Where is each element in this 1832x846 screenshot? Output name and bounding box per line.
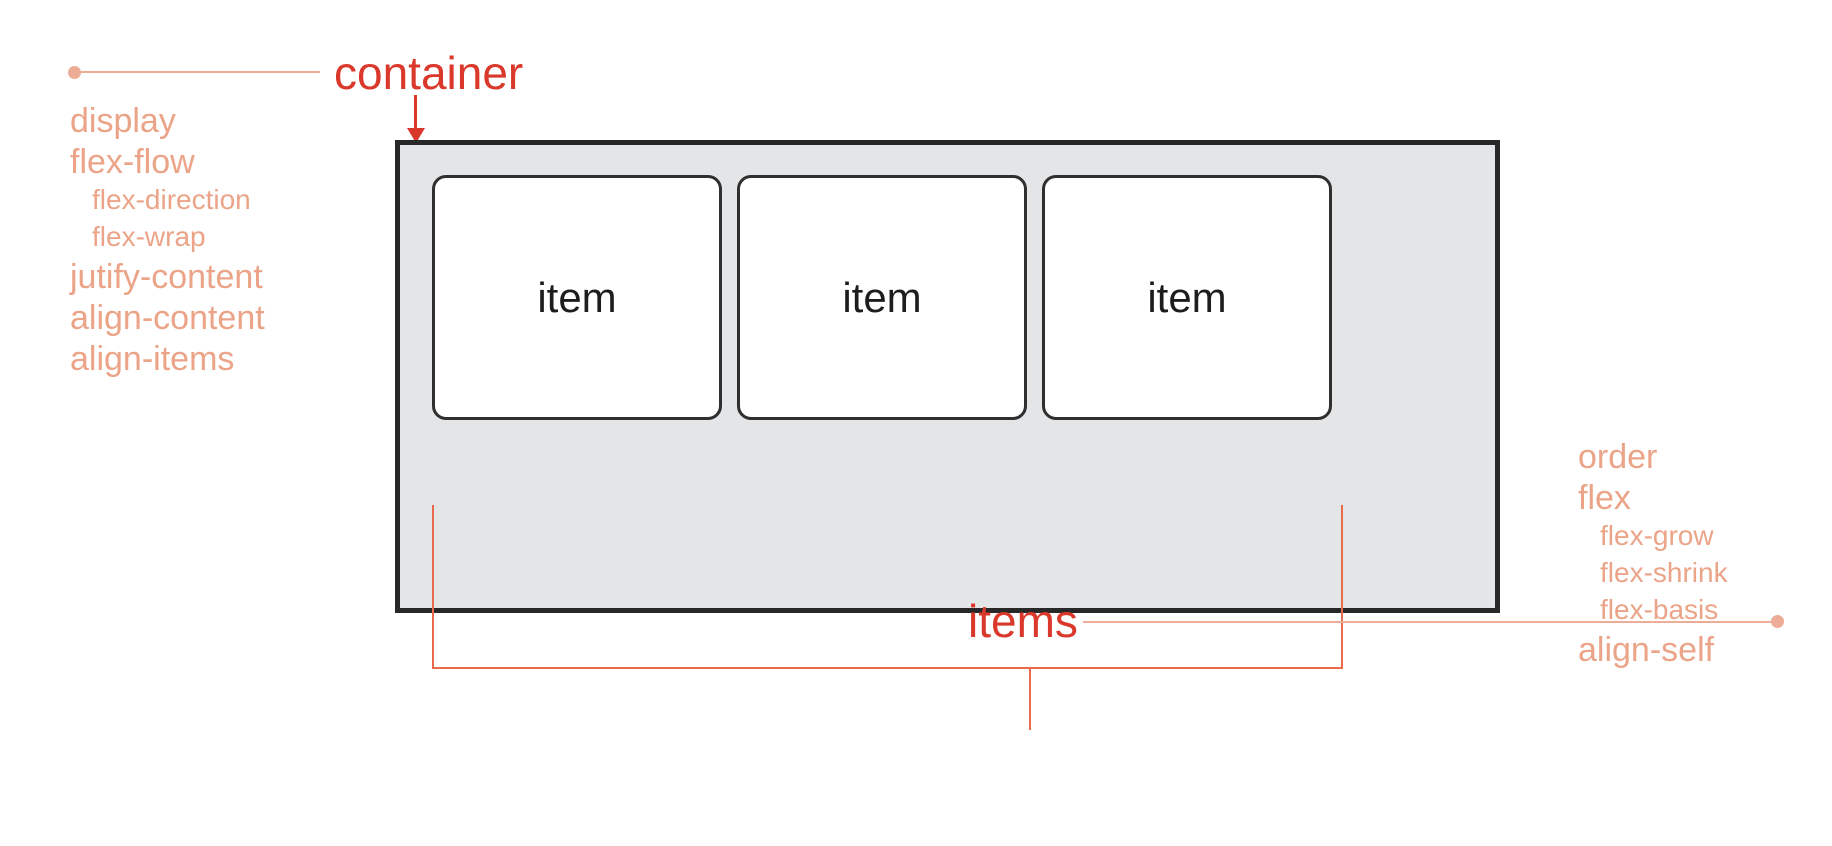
flex-container-box: item item item [395, 140, 1500, 613]
container-label: container [334, 47, 524, 99]
flex-item-1: item [432, 175, 722, 420]
flex-item-2-label: item [842, 273, 922, 321]
items-bracket-span [432, 667, 1343, 669]
property-flex-grow: flex-grow [1600, 520, 1714, 551]
flex-items-row: item item item [432, 175, 1332, 420]
container-arrow-head-icon [407, 128, 425, 143]
container-arrow-shaft [414, 95, 417, 131]
property-flex-shrink: flex-shrink [1600, 557, 1728, 588]
property-flex-basis: flex-basis [1600, 594, 1719, 625]
container-properties-list: display flex-flow flex-direction flex-wr… [70, 104, 265, 383]
flex-item-3-label: item [1147, 273, 1227, 321]
property-align-items: align-items [70, 340, 235, 378]
property-flex-direction: flex-direction [92, 184, 251, 215]
items-bracket-right-tick [1341, 505, 1343, 668]
property-justify-content: jutify-content [70, 258, 263, 296]
property-align-self: align-self [1578, 631, 1715, 669]
flex-item-3: item [1042, 175, 1332, 420]
items-bracket-drop [1029, 667, 1031, 730]
property-display: display [70, 102, 176, 140]
property-flex-wrap: flex-wrap [92, 221, 206, 252]
property-flex: flex [1578, 479, 1631, 517]
property-align-content: align-content [70, 299, 265, 337]
items-leader-dot [1771, 615, 1784, 628]
items-label: items [968, 595, 1078, 647]
item-properties-list: order flex flex-grow flex-shrink flex-ba… [1578, 440, 1728, 674]
items-leader-line [1083, 621, 1777, 623]
flex-item-1-label: item [537, 273, 617, 321]
property-order: order [1578, 438, 1658, 476]
flex-item-2: item [737, 175, 1027, 420]
container-leader-line [80, 71, 320, 73]
property-flex-flow: flex-flow [70, 143, 195, 181]
container-leader-dot [68, 66, 81, 79]
items-bracket-left-tick [432, 505, 434, 668]
